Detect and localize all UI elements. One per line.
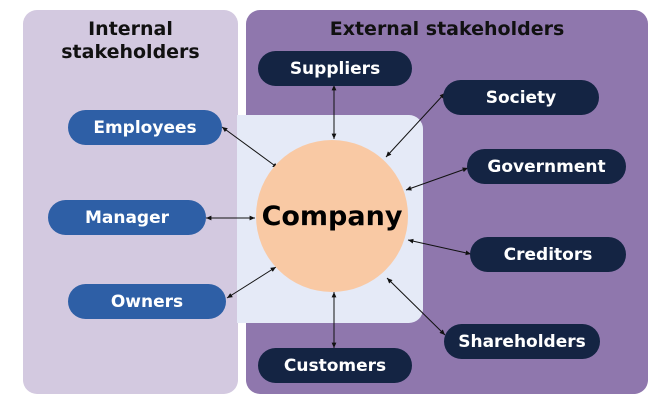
arrow-society: [385, 92, 446, 158]
arrow-employees: [221, 126, 279, 169]
node-shareholders: Shareholders: [444, 324, 600, 359]
node-manager: Manager: [48, 200, 206, 235]
internal-heading: Internal stakeholders: [61, 18, 200, 63]
external-heading: External stakeholders: [329, 18, 565, 40]
node-society: Society: [443, 80, 599, 115]
arrow-government: [405, 167, 469, 191]
arrow-creditors: [407, 238, 472, 256]
node-owners: Owners: [68, 284, 226, 319]
company-node: Company: [256, 140, 408, 292]
node-customers: Customers: [258, 348, 412, 383]
arrow-owners: [226, 266, 277, 299]
node-employees: Employees: [68, 110, 222, 145]
node-government: Government: [467, 149, 626, 184]
node-creditors: Creditors: [470, 237, 626, 272]
arrow-shareholders: [386, 277, 446, 336]
node-suppliers: Suppliers: [258, 51, 412, 86]
